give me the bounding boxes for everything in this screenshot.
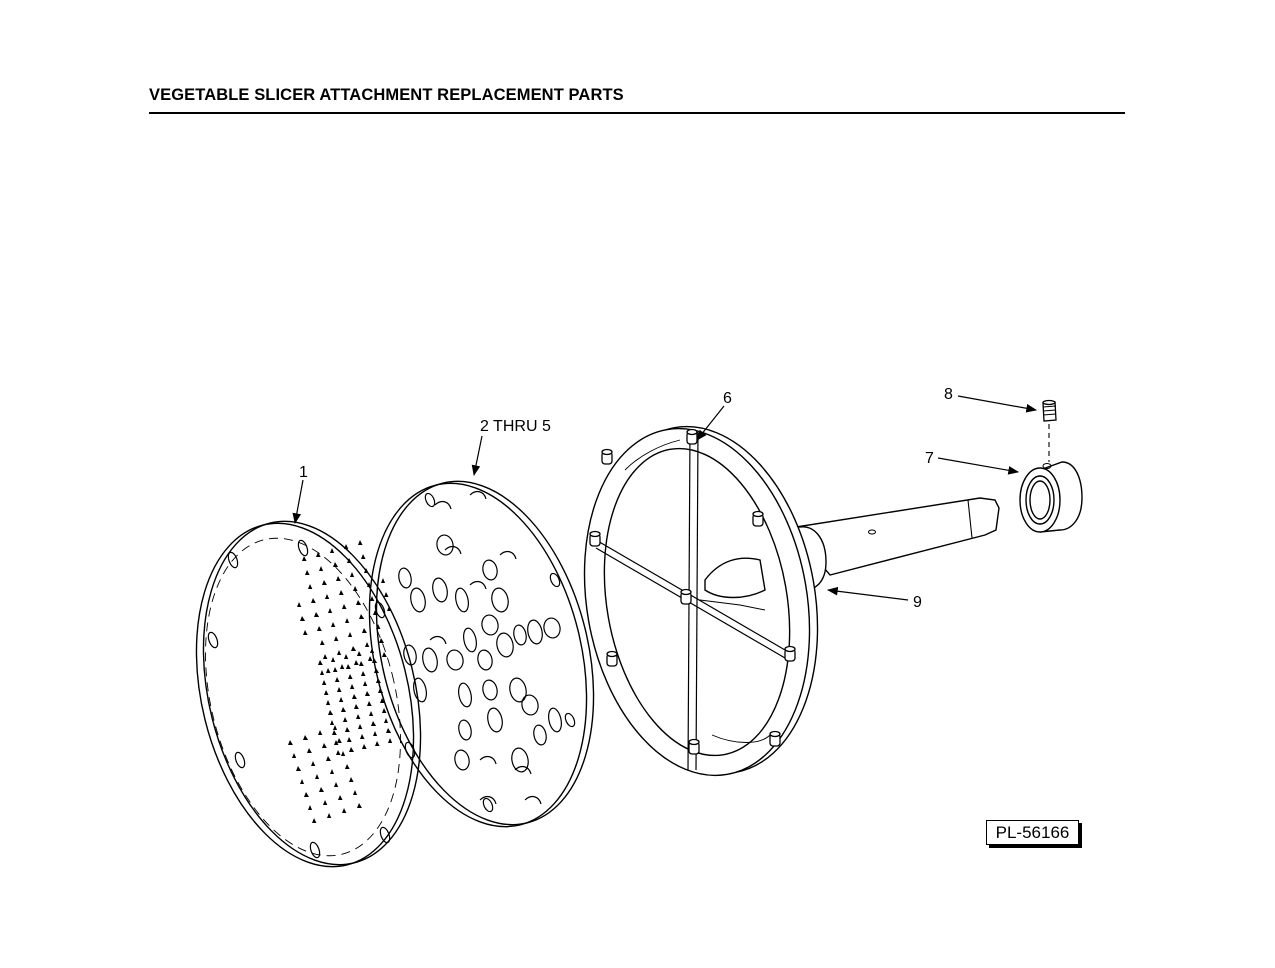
callout-6: 6 (723, 390, 732, 407)
callout-8: 8 (944, 386, 953, 403)
title-rule (149, 112, 1125, 114)
callout-1: 1 (299, 464, 308, 481)
callout-9: 9 (913, 594, 922, 611)
callout-7: 7 (925, 450, 934, 467)
set-screw-part-8 (1042, 399, 1057, 462)
callout-2-thru-5: 2 THRU 5 (480, 418, 551, 435)
studs-part-6 (589, 428, 796, 755)
shredder-plate-part-1 (195, 520, 422, 868)
slicing-plate-parts-2-thru-5 (368, 480, 595, 828)
drawing-number-box: PL-56166 (986, 820, 1079, 845)
collar-part-7 (1019, 461, 1083, 533)
page-title: VEGETABLE SLICER ATTACHMENT REPLACEMENT … (149, 86, 624, 104)
leader-lines (292, 395, 1038, 601)
